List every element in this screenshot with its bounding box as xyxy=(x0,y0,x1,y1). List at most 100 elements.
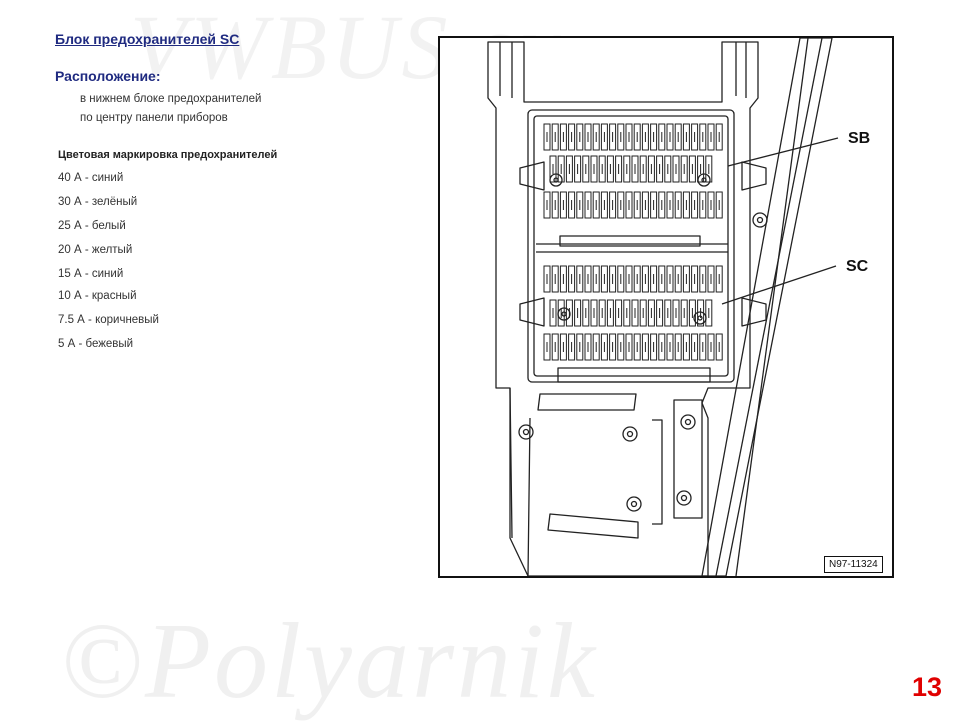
fuse-slot xyxy=(641,265,649,293)
fuse-slot xyxy=(656,155,664,183)
fuse-slot xyxy=(568,123,576,151)
fuse-slot xyxy=(543,123,551,151)
fuse-slot xyxy=(666,123,674,151)
fuse-slot xyxy=(672,299,680,327)
fuse-slot xyxy=(631,155,639,183)
fuse-slot xyxy=(647,155,655,183)
fuse-slot xyxy=(666,265,674,293)
fuse-slot xyxy=(658,191,666,219)
fuse-slot xyxy=(551,265,559,293)
fuse-slot xyxy=(658,333,666,361)
fuse-slot xyxy=(617,191,625,219)
sc-callout-label: SC xyxy=(846,258,869,275)
fuse-slot xyxy=(609,191,617,219)
fuse-slot xyxy=(559,333,567,361)
fuse-slot xyxy=(674,191,682,219)
color-coding-item: 5 А - бежевый xyxy=(58,338,134,350)
fuse-slot xyxy=(639,299,647,327)
fuse-slot xyxy=(707,333,715,361)
fuse-slot xyxy=(633,191,641,219)
fuse-slot xyxy=(699,333,707,361)
fuse-slot xyxy=(680,299,688,327)
fuse-slot xyxy=(666,191,674,219)
fuse-slot xyxy=(617,265,625,293)
fuse-slot xyxy=(688,299,696,327)
fuse-slot xyxy=(650,333,658,361)
fuse-slot xyxy=(656,299,664,327)
fuse-slot xyxy=(641,123,649,151)
fuse-slot xyxy=(633,123,641,151)
fuse-slot xyxy=(568,333,576,361)
fuse-slot xyxy=(598,155,606,183)
fuse-slot xyxy=(715,265,723,293)
fuse-slot xyxy=(600,333,608,361)
fuse-slot xyxy=(557,155,565,183)
fuse-slot xyxy=(691,333,699,361)
fuse-slot xyxy=(592,123,600,151)
location-heading: Расположение: xyxy=(55,68,161,84)
fuse-slot xyxy=(592,191,600,219)
fuse-slot xyxy=(598,299,606,327)
fuse-slot xyxy=(574,155,582,183)
fuse-slot xyxy=(600,265,608,293)
fuse-slot xyxy=(590,299,598,327)
fuse-slot xyxy=(606,299,614,327)
fuse-slot xyxy=(617,123,625,151)
fuse-slot xyxy=(650,123,658,151)
fuse-slot xyxy=(680,155,688,183)
fuse-slot xyxy=(658,265,666,293)
fuse-slot xyxy=(705,299,713,327)
fuse-slot xyxy=(666,333,674,361)
page-number: 13 xyxy=(911,672,942,702)
fuse-slot xyxy=(584,333,592,361)
fuse-slot xyxy=(707,123,715,151)
fuse-slot xyxy=(633,265,641,293)
fuse-slot xyxy=(584,191,592,219)
fuse-slot xyxy=(565,155,573,183)
fuse-slot xyxy=(674,265,682,293)
color-coding-list: 40 А - синий 30 А - зелёный 25 А - белый… xyxy=(58,172,159,362)
sb-callout-label: SB xyxy=(848,130,871,147)
fuse-slot xyxy=(715,191,723,219)
fuse-slot xyxy=(584,265,592,293)
fuse-slot xyxy=(650,191,658,219)
fuse-slot xyxy=(584,123,592,151)
fuse-slot xyxy=(699,265,707,293)
fuse-slot xyxy=(568,265,576,293)
fuse-slot xyxy=(559,265,567,293)
fuse-slot xyxy=(672,155,680,183)
fuse-slot xyxy=(576,123,584,151)
location-line: по центру панели приборов xyxy=(80,112,228,124)
fuse-slot xyxy=(543,333,551,361)
fuse-slot xyxy=(625,265,633,293)
fuse-slot xyxy=(707,265,715,293)
fuse-slot xyxy=(658,123,666,151)
fuse-slot xyxy=(551,123,559,151)
page-title: Блок предохранителей SC xyxy=(55,31,240,47)
fuse-slot xyxy=(691,191,699,219)
color-coding-item: 15 А - синий xyxy=(58,268,124,280)
color-coding-item: 25 А - белый xyxy=(58,220,126,232)
fuse-slot xyxy=(576,191,584,219)
fuse-slot xyxy=(688,155,696,183)
fuse-slot xyxy=(641,333,649,361)
fuse-slot xyxy=(592,333,600,361)
color-coding-item: 20 А - желтый xyxy=(58,244,133,256)
color-coding-item: 40 А - синий xyxy=(58,172,124,184)
fuse-slot xyxy=(623,299,631,327)
fuse-slot xyxy=(647,299,655,327)
fuse-slot xyxy=(549,299,557,327)
fuse-slot xyxy=(551,333,559,361)
color-coding-heading: Цветовая маркировка предохранителей xyxy=(58,149,278,161)
fuse-slot xyxy=(543,191,551,219)
fuse-slot xyxy=(682,333,690,361)
fuse-slot xyxy=(715,333,723,361)
fuse-slot xyxy=(549,155,557,183)
color-coding-item: 30 А - зелёный xyxy=(58,196,138,208)
fuse-slot xyxy=(664,299,672,327)
color-coding-item: 7.5 А - коричневый xyxy=(58,314,159,326)
fuse-slot xyxy=(699,123,707,151)
fuse-slot xyxy=(699,191,707,219)
fuse-slot xyxy=(615,155,623,183)
location-line: в нижнем блоке предохранителей xyxy=(80,93,262,105)
